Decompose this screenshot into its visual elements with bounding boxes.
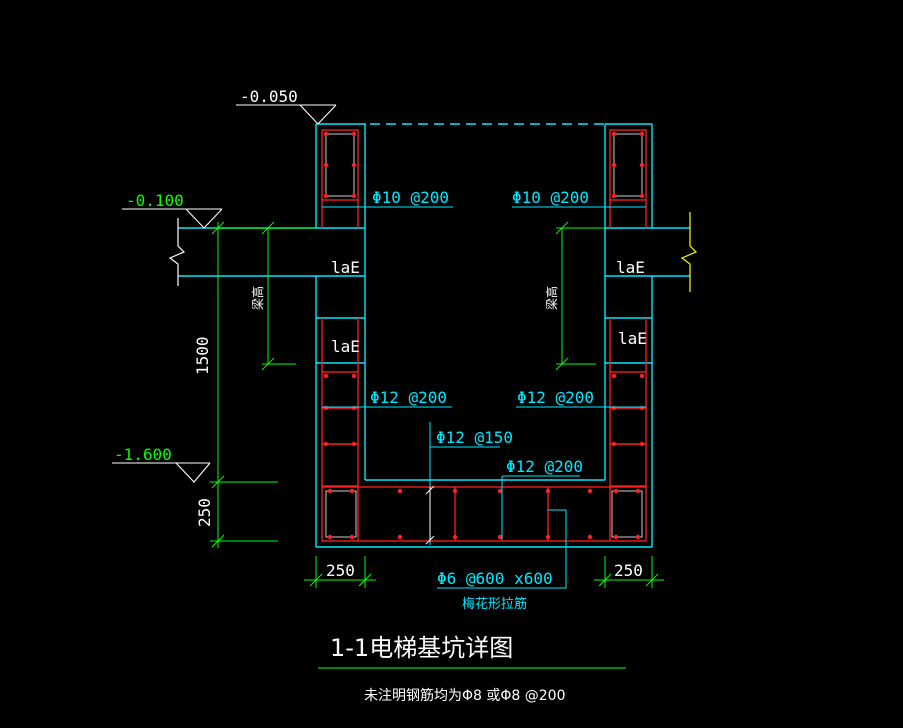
- rebar-tie: Φ6 @600 x600: [437, 569, 553, 588]
- concrete-outline: [178, 123, 690, 548]
- rebar-left-wall: [321, 129, 359, 487]
- break-symbol-left: [168, 218, 186, 286]
- rebar-upper-right: Φ10 @200: [512, 188, 589, 207]
- elevation-marks: [112, 104, 337, 483]
- label-beam-height-left: 梁高: [250, 286, 265, 310]
- dim-wall-right: 250: [614, 561, 643, 580]
- label-beam-height-right: 梁高: [544, 286, 559, 310]
- label-lae-left-1: laE: [331, 258, 360, 277]
- dim-wall-left: 250: [326, 561, 355, 580]
- drawing-title: 1-1电梯基坑详图: [330, 634, 513, 662]
- rebar-lower-right: Φ12 @200: [517, 388, 594, 407]
- elevation-top: -0.050: [240, 87, 298, 106]
- label-lae-left-2: laE: [331, 337, 360, 356]
- label-lae-right-1: laE: [616, 258, 645, 277]
- dim-depth: 1500: [193, 336, 212, 375]
- rebar-lower-left: Φ12 @200: [370, 388, 447, 407]
- break-symbol-right: [680, 212, 698, 292]
- elevation-pit-bottom: -1.600: [114, 445, 172, 464]
- rebar-base-bottom: Φ12 @200: [506, 457, 583, 476]
- rebar-right-wall: [609, 129, 647, 487]
- base-dim-white: [425, 485, 435, 545]
- rebar-upper-left: Φ10 @200: [372, 188, 449, 207]
- rebar-dots: [323, 131, 645, 540]
- label-lae-right-2: laE: [618, 329, 647, 348]
- dimension-lines: [210, 221, 664, 588]
- drawing-note: 未注明钢筋均为Φ8 或Φ8 @200: [364, 687, 565, 704]
- rebar-base: [321, 486, 647, 542]
- elevation-slab: -0.100: [126, 191, 184, 210]
- rebar-base-top: Φ12 @150: [436, 428, 513, 447]
- label-tie-pattern: 梅花形拉筋: [462, 596, 527, 612]
- dim-base-thickness: 250: [195, 498, 214, 527]
